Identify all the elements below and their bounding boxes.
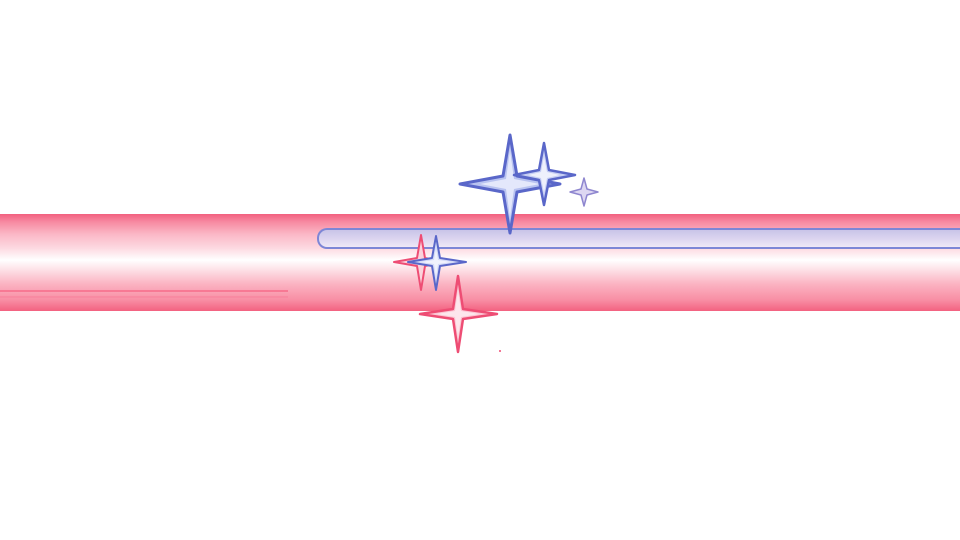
sparkle-pink-bottom-icon — [418, 274, 499, 354]
sparkle-medium-blue-icon — [512, 141, 577, 207]
sparkle-small-lilac-icon — [569, 177, 599, 207]
sparkle-blue-left-icon — [407, 235, 467, 291]
speck-dot — [499, 350, 501, 352]
band-accent-line — [0, 290, 288, 292]
inset-bar — [317, 228, 960, 249]
band-accent-line — [0, 296, 288, 298]
